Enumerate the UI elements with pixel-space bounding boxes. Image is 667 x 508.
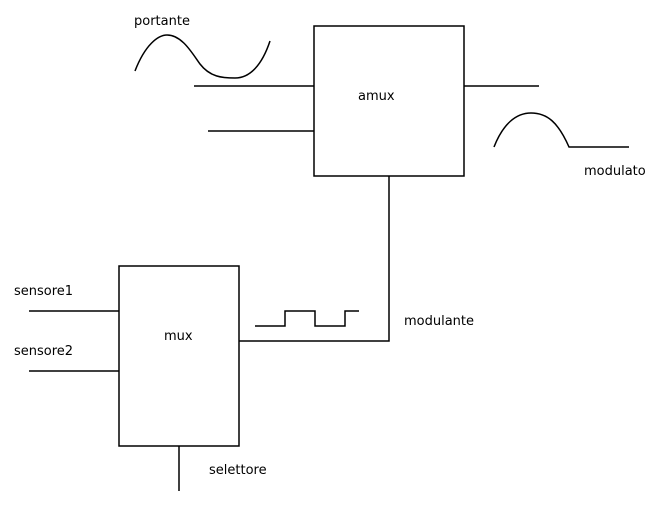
- modulating-wire: [239, 176, 390, 342]
- square-wave-icon: [255, 310, 359, 327]
- carrier-sine-wave-icon: [134, 34, 271, 79]
- portante-label: portante: [134, 14, 190, 29]
- amux-label: amux: [358, 89, 395, 104]
- mux-label: mux: [164, 329, 193, 344]
- amux-block: [313, 25, 465, 177]
- sensore2-label: sensore2: [14, 344, 73, 359]
- modulated-wave-icon: [493, 112, 629, 148]
- selettore-label: selettore: [209, 463, 267, 478]
- modulante-label: modulante: [404, 314, 474, 329]
- mux-block: [118, 265, 240, 447]
- sensore1-label: sensore1: [14, 284, 73, 299]
- modulato-label: modulato: [584, 164, 646, 179]
